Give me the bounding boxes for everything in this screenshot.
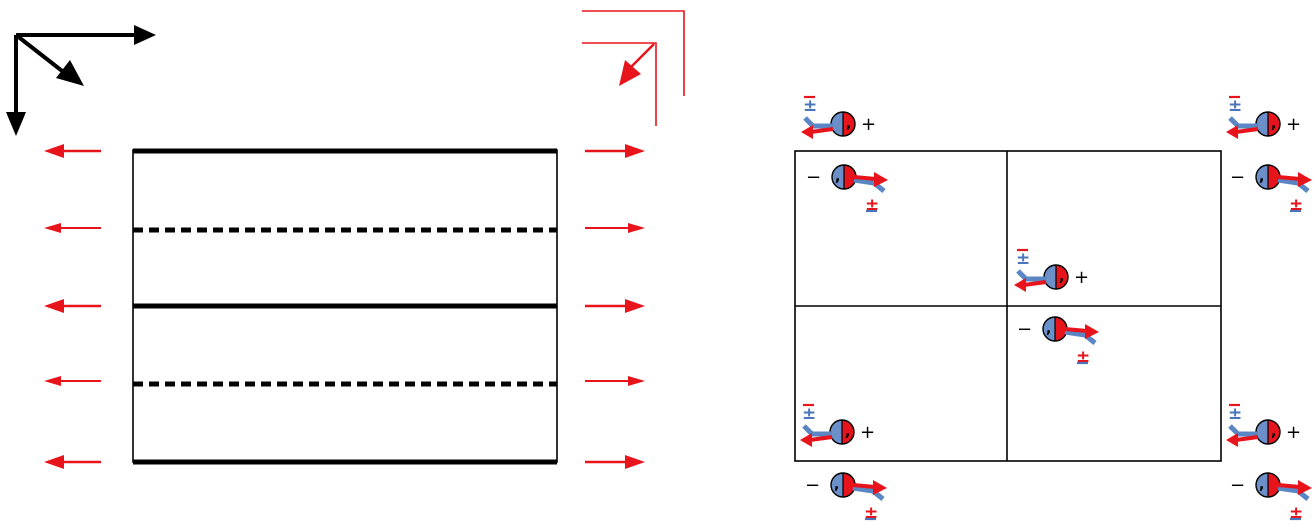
cell-grid [794,150,1222,462]
inner-mark-label: , [1271,116,1276,132]
current-arrow-icon [803,116,833,129]
blue-sign-label: ± [1016,249,1030,269]
blue-sign-label: ± [802,404,816,424]
blue-sign-label: ± [1228,404,1242,424]
field-arrow-right [585,144,645,158]
cell-pair: ,±+,−± [800,403,887,523]
plus-label: + [861,114,876,135]
current-arrow-icon [1277,483,1301,489]
field-arrows [44,144,645,469]
current-arrow-icon [809,435,833,442]
minus-label: − [1017,319,1032,340]
field-direction-arrow-icon [582,10,685,126]
polarized-cells: ,±+,−±,±+,−±,±+,−±,±+,−±,±+,−± [800,95,1312,523]
inner-mark-label: , [834,477,839,493]
current-arrow-icon [802,424,832,437]
field-arrow-right [585,223,645,233]
current-arrow-icon [1235,435,1259,442]
field-arrow-left [44,376,101,386]
inner-mark-label: , [1059,269,1064,285]
plus-label: + [1286,422,1301,443]
minus-label: − [805,475,820,496]
inner-mark-label: , [1271,424,1276,440]
current-arrow-icon [1023,280,1047,287]
field-arrow-left [44,223,101,233]
cable-body [132,148,558,465]
inner-mark-label: , [1046,321,1051,337]
plus-label: + [860,422,875,443]
cell-pair: ,±+,−± [1014,248,1099,367]
current-arrow-icon [1016,269,1046,282]
inner-mark-label: , [1259,169,1264,185]
current-arrow-icon [1277,175,1301,181]
plus-label: + [1074,267,1089,288]
field-arrow-right [585,299,645,313]
field-arrow-right [585,455,645,469]
current-arrow-icon [853,175,877,181]
inner-mark-label: , [846,116,851,132]
cell-pair: ,±+,−± [1226,95,1312,215]
minus-label: − [806,167,821,188]
current-arrow-icon [1228,116,1258,129]
current-arrow-icon [1235,127,1259,134]
blue-sign-label: ± [803,96,817,116]
current-arrow-icon [1064,327,1088,333]
blue-sign-label: ± [1228,96,1242,116]
inner-mark-label: , [835,169,840,185]
minus-label: − [1230,167,1245,188]
field-arrow-left [44,299,101,313]
coordinate-axes-icon [6,25,156,136]
current-arrow-icon [810,127,834,134]
inner-mark-label: , [1259,477,1264,493]
inner-mark-label: , [845,424,850,440]
current-arrow-icon [1228,424,1258,437]
field-arrow-left [44,144,101,158]
cell-pair: ,±+,−± [1226,403,1312,523]
minus-label: − [1230,475,1245,496]
plus-label: + [1286,114,1301,135]
cell-pair: ,±+,−± [801,95,888,215]
field-arrow-right [585,376,645,386]
field-arrow-left [44,455,101,469]
current-arrow-icon [852,483,876,489]
